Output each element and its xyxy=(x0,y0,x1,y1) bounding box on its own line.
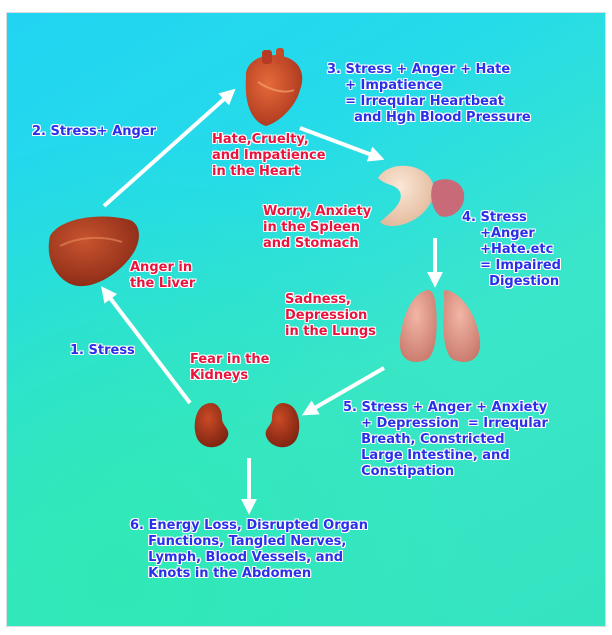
spleen-image xyxy=(431,179,464,216)
stomach-image xyxy=(378,166,434,226)
lungs-label: Sadness, Depression in the Lungs xyxy=(285,292,376,340)
step-2-label: 2. Stress+ Anger xyxy=(32,124,156,140)
heart-label: Hate,Cruelty, and Impatience in the Hear… xyxy=(212,132,326,180)
liver-label: Anger in the Liver xyxy=(130,260,195,292)
step-6-label: 6. Energy Loss, Disrupted Organ Function… xyxy=(130,518,368,582)
stomach-label: Worry, Anxiety in the Spleen and Stomach xyxy=(263,204,371,252)
liver-image xyxy=(49,217,139,287)
kidneys-label: Fear in the Kidneys xyxy=(190,352,269,384)
lungs-image xyxy=(400,290,480,362)
kidneys-image xyxy=(195,403,300,447)
step-3-label: 3. Stress + Anger + Hate + Impatience = … xyxy=(327,62,531,126)
heart-image xyxy=(246,48,303,126)
step-1-label: 1. Stress xyxy=(70,343,135,359)
step-5-label: 5. Stress + Anger + Anxiety + Depression… xyxy=(343,400,548,480)
step-4-label: 4. Stress +Anger +Hate.etc = Impaired Di… xyxy=(462,210,561,290)
